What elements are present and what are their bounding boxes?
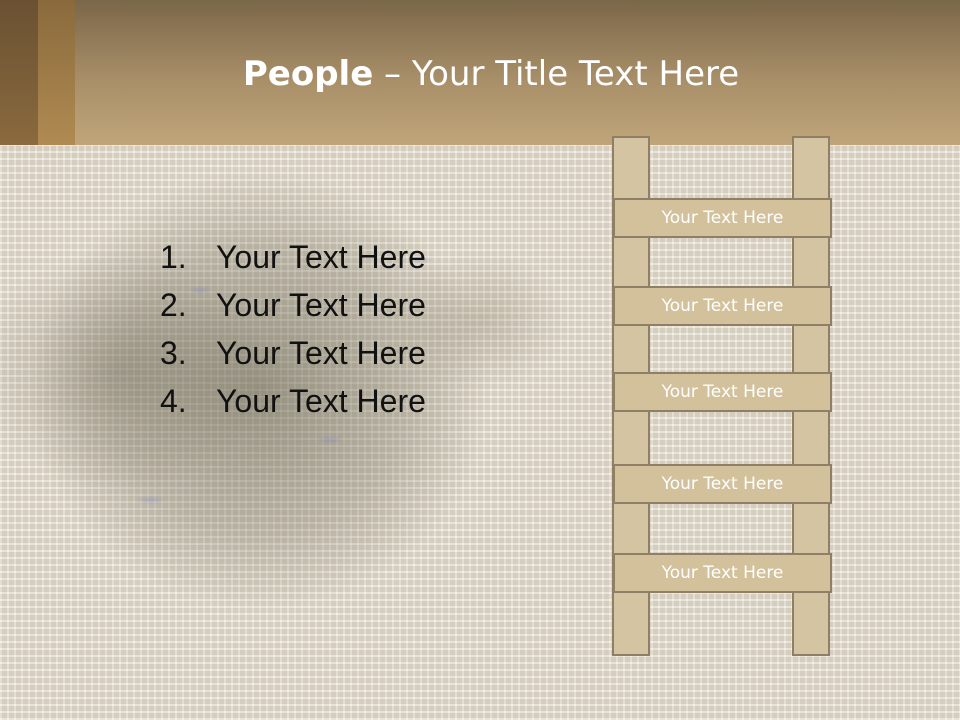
list-text: Your Text Here xyxy=(216,335,426,371)
ladder-right-rail xyxy=(792,136,830,656)
tea-leaves-background-image xyxy=(0,140,620,660)
numbered-list[interactable]: 1. Your Text Here 2. Your Text Here 3. Your… xyxy=(160,233,426,425)
header-accent-stripe-light xyxy=(38,0,75,145)
list-number: 1. xyxy=(160,239,187,275)
title-bar: People – Your Title Text Here xyxy=(0,0,960,145)
list-number: 3. xyxy=(160,335,187,371)
header-accent-stripe-dark xyxy=(0,0,38,145)
list-number: 4. xyxy=(160,383,187,419)
list-item: 3. Your Text Here xyxy=(160,329,426,377)
ladder-rung-1[interactable]: Your Text Here xyxy=(613,198,832,238)
ladder-rung-2[interactable]: Your Text Here xyxy=(613,286,832,326)
list-number: 2. xyxy=(160,287,187,323)
list-text: Your Text Here xyxy=(216,383,426,419)
ladder-rung-4[interactable]: Your Text Here xyxy=(613,464,832,504)
slide-title[interactable]: People – Your Title Text Here xyxy=(75,52,907,96)
list-item: 1. Your Text Here xyxy=(160,233,426,281)
list-text: Your Text Here xyxy=(216,287,426,323)
title-rest-part: – Your Title Text Here xyxy=(373,54,740,94)
ladder-rung-5[interactable]: Your Text Here xyxy=(613,553,832,593)
list-item: 4. Your Text Here xyxy=(160,377,426,425)
title-bold-part: People xyxy=(242,54,374,94)
list-item: 2. Your Text Here xyxy=(160,281,426,329)
list-text: Your Text Here xyxy=(216,239,426,275)
ladder-rung-3[interactable]: Your Text Here xyxy=(613,372,832,412)
